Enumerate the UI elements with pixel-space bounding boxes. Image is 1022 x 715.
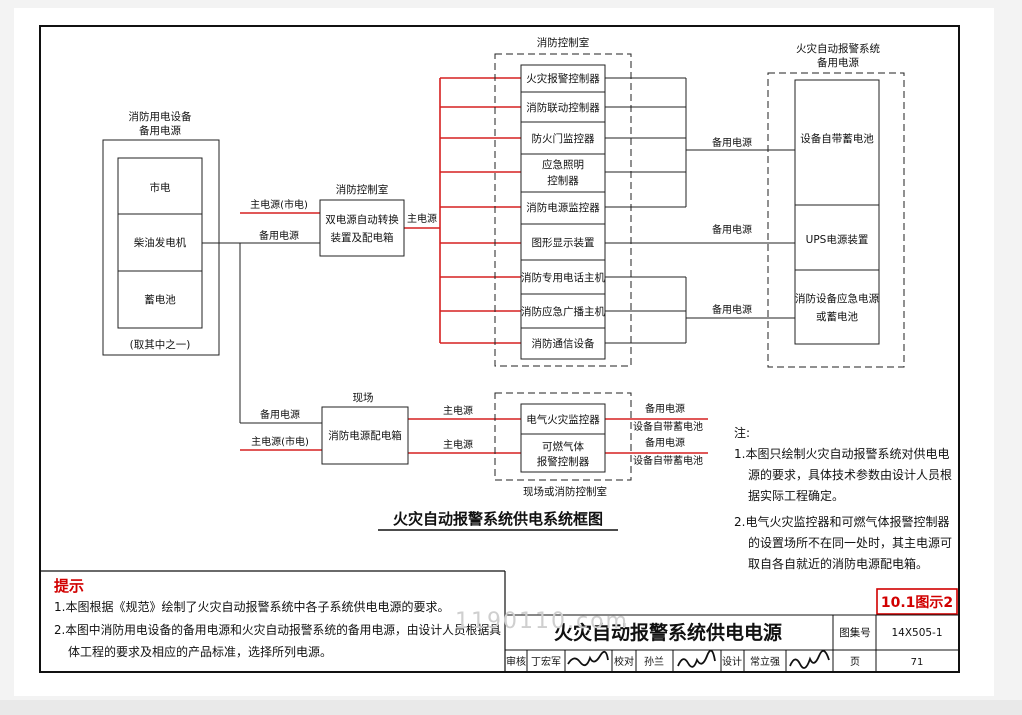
diagram-title: 火灾自动报警系统供电系统框图	[393, 510, 603, 528]
reviewer-signature	[567, 650, 609, 667]
hint-line-1: 1.本图根据《规范》绘制了火灾自动报警系统中各子系统供电电源的要求。	[54, 599, 449, 614]
site-electrical-fire-monitor: 电气火灾监控器	[526, 413, 600, 426]
figure-number-box	[876, 588, 958, 615]
dual-power-switch-box: 消防控制室 双电源自动转换 装置及配电箱	[319, 183, 405, 257]
label-main-3: 主电源	[443, 438, 473, 451]
page-label: 页	[850, 656, 860, 668]
fire-distribution-box: 现场 消防电源配电箱	[321, 391, 409, 465]
wires	[202, 77, 795, 454]
page-bottom-bar	[0, 700, 1022, 715]
label-backup-4: 备用电源	[645, 436, 685, 449]
switch-box-line2: 装置及配电箱	[331, 231, 394, 244]
label-backup-6: 备用电源	[712, 223, 752, 236]
left-power-source-group: 消防用电设备 备用电源 市电 柴油发电机 蓄电池 (取其中之一)	[102, 110, 220, 356]
distribution-box-label: 消防电源配电箱	[328, 429, 402, 442]
distribution-box-header: 现场	[353, 391, 374, 404]
notes-heading: 注:	[734, 425, 750, 440]
left-group-footer: (取其中之一)	[130, 338, 191, 351]
atlas-number: 14X505-1	[891, 627, 942, 639]
hint-line-3: 体工程的要求及相应的产品标准，选择所列电源。	[68, 644, 332, 659]
backup-device-battery: 设备自带蓄电池	[800, 132, 874, 145]
page-number: 71	[911, 657, 924, 668]
label-main-1: 主电源	[407, 212, 437, 225]
ctrl-emergency-lighting-2: 控制器	[547, 174, 579, 187]
site-gas-controller-1: 可燃气体	[542, 440, 584, 453]
note-line-2: 源的要求，具体技术参数由设计人员根	[748, 467, 952, 482]
control-room-header: 消防控制室	[537, 36, 590, 49]
ctrl-telephone-host: 消防专用电话主机	[521, 271, 605, 284]
ctrl-broadcast-host: 消防应急广播主机	[521, 305, 605, 318]
ctrl-linkage-controller: 消防联动控制器	[526, 101, 600, 114]
label-backup-5: 备用电源	[712, 136, 752, 149]
label-backup-1: 备用电源	[259, 229, 299, 242]
backup-group-title-2: 备用电源	[817, 56, 859, 69]
note-line-6: 取自各自就近的消防电源配电箱。	[748, 556, 928, 571]
backup-power-group: 火灾自动报警系统 备用电源 设备自带蓄电池 UPS电源装置 消防设备应急电源 或…	[767, 42, 905, 368]
checker-name: 孙兰	[644, 655, 664, 668]
site-room-footer: 现场或消防控制室	[523, 485, 607, 498]
label-backup-7: 备用电源	[712, 303, 752, 316]
note-line-3: 据实际工程确定。	[748, 488, 844, 503]
ctrl-communication-device: 消防通信设备	[532, 337, 595, 350]
label-main-city-1: 主电源(市电)	[250, 198, 308, 211]
switch-box-header: 消防控制室	[336, 183, 389, 196]
note-line-4: 2.电气火灾监控器和可燃气体报警控制器	[734, 514, 949, 529]
designer-signature	[789, 650, 830, 669]
label-main-city-2: 主电源(市电)	[251, 435, 309, 448]
backup-group-title-1: 火灾自动报警系统	[796, 42, 880, 55]
label-backup-2: 备用电源	[260, 408, 300, 421]
site-room-group: 电气火灾监控器 可燃气体 报警控制器 现场或消防控制室	[494, 392, 632, 498]
left-group-title-1: 消防用电设备	[129, 110, 192, 123]
atlas-label: 图集号	[839, 626, 871, 639]
backup-ups: UPS电源装置	[806, 233, 869, 246]
label-battery-1: 设备自带蓄电池	[633, 420, 703, 433]
checker-signature	[677, 649, 716, 668]
note-line-5: 的设置场所不在同一处时，其主电源可	[748, 535, 952, 550]
left-group-title-2: 备用电源	[139, 124, 181, 137]
hint-box: 提示 1.本图根据《规范》绘制了火灾自动报警系统中各子系统供电电源的要求。 2.…	[40, 570, 506, 672]
figure-number: 10.1图示2	[881, 595, 953, 611]
hint-line-2: 2.本图中消防用电设备的备用电源和火灾自动报警系统的备用电源，由设计人员根据具	[54, 622, 501, 637]
source-city-power: 市电	[150, 181, 171, 194]
drawing-title: 火灾自动报警系统供电电源	[554, 621, 782, 644]
ctrl-power-monitor: 消防电源监控器	[526, 201, 600, 214]
reviewer-name: 丁宏军	[531, 655, 561, 668]
control-room-group: 消防控制室 火灾报警控制器 消防联动控制器 防火门监控器 应急照明 控制器 消防…	[494, 36, 632, 367]
notes: 注: 1.本图只绘制火灾自动报警系统对供电电 源的要求，具体技术参数由设计人员根…	[734, 425, 952, 571]
backup-emergency-power-1: 消防设备应急电源	[795, 292, 879, 305]
site-gas-controller-2: 报警控制器	[537, 455, 590, 468]
check-label: 校对	[614, 655, 634, 668]
source-battery: 蓄电池	[144, 293, 176, 306]
note-line-1: 1.本图只绘制火灾自动报警系统对供电电	[734, 446, 949, 461]
ctrl-emergency-lighting-1: 应急照明	[542, 158, 584, 171]
ctrl-fire-alarm-controller: 火灾报警控制器	[526, 72, 600, 85]
review-label: 审核	[506, 655, 526, 668]
switch-box-line1: 双电源自动转换	[325, 213, 399, 226]
watermark: 1190110.com	[455, 609, 629, 634]
hint-heading: 提示	[54, 577, 84, 595]
ctrl-graphic-display: 图形显示装置	[532, 236, 595, 249]
ctrl-fire-door-monitor: 防火门监控器	[532, 132, 595, 145]
design-label: 设计	[722, 655, 742, 668]
label-backup-3: 备用电源	[645, 402, 685, 415]
backup-emergency-power-2: 或蓄电池	[816, 310, 858, 323]
designer-name: 常立强	[750, 655, 780, 668]
label-battery-2: 设备自带蓄电池	[633, 454, 703, 467]
drawing-frame	[39, 25, 960, 673]
title-block: 10.1图示2 火灾自动报警系统供电电源 图集号 14X505-1 审核 丁宏军…	[505, 588, 959, 672]
source-diesel-generator: 柴油发电机	[134, 236, 187, 249]
label-main-2: 主电源	[443, 404, 473, 417]
